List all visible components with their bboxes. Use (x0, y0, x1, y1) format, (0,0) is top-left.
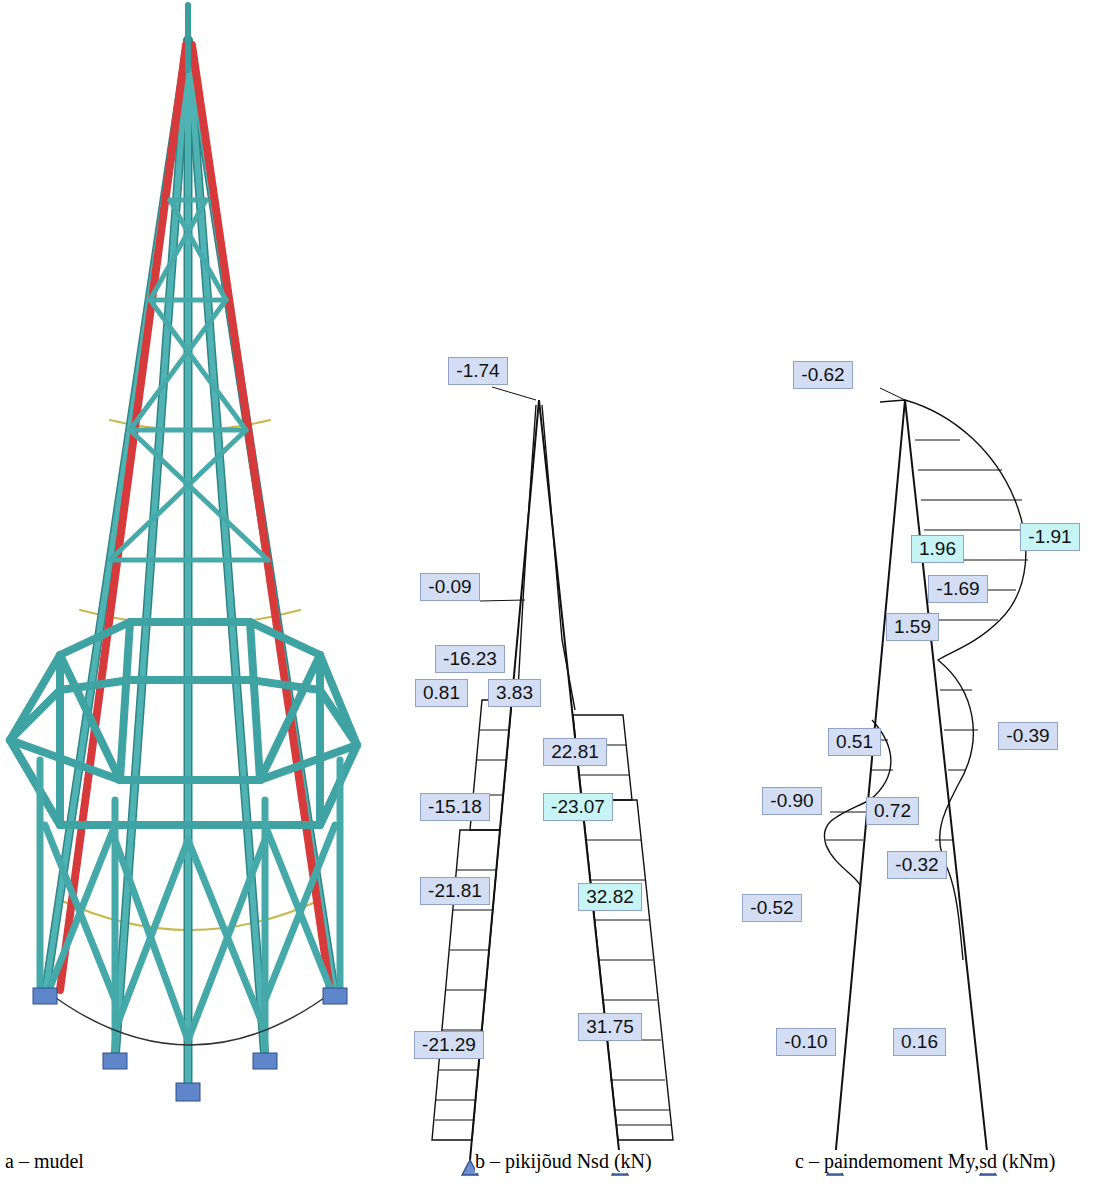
value-text: -1.91 (1028, 526, 1071, 547)
value-box: -21.29 (414, 1031, 484, 1059)
value-box: 0.16 (893, 1028, 946, 1056)
value-text: -21.81 (428, 880, 482, 901)
value-box: -1.69 (928, 575, 988, 603)
bending-moment-diagram (824, 388, 1030, 1175)
value-text: -16.23 (443, 648, 497, 669)
panel-caption: c – paindemoment My,sd (kNm) (795, 1150, 1055, 1173)
value-text: -0.90 (770, 790, 813, 811)
value-box: 0.72 (866, 797, 919, 825)
value-text: 1.96 (919, 538, 956, 559)
value-text: -0.32 (895, 854, 938, 875)
value-text: -1.69 (936, 578, 979, 599)
panel-caption: b – pikijõud Nsd (kN) (475, 1150, 652, 1173)
value-box: -0.10 (776, 1028, 836, 1056)
value-text: 0.16 (901, 1031, 938, 1052)
value-box: 0.51 (828, 728, 881, 756)
value-box: -1.74 (448, 357, 508, 385)
value-text: -15.18 (428, 796, 482, 817)
value-box: -21.81 (420, 877, 490, 905)
value-text: -23.07 (551, 796, 605, 817)
value-box: -0.32 (887, 851, 947, 879)
value-box: 22.81 (543, 738, 607, 766)
value-box: -23.07 (543, 793, 613, 821)
value-text: -0.62 (801, 364, 844, 385)
value-text: -21.29 (422, 1034, 476, 1055)
value-box: -0.62 (793, 361, 853, 389)
value-box: 31.75 (578, 1013, 642, 1041)
value-text: -0.52 (750, 897, 793, 918)
value-box: -0.90 (762, 787, 822, 815)
value-text: 0.51 (836, 731, 873, 752)
value-box: 1.59 (886, 613, 939, 641)
value-text: -0.10 (784, 1031, 827, 1052)
value-text: 32.82 (586, 886, 634, 907)
value-text: -1.74 (456, 360, 499, 381)
value-box: -15.18 (420, 793, 490, 821)
value-box: 1.96 (911, 535, 964, 563)
value-text: 31.75 (586, 1016, 634, 1037)
value-box: 0.81 (415, 679, 468, 707)
value-box: 3.83 (488, 679, 541, 707)
value-text: 0.72 (874, 800, 911, 821)
value-box: -1.91 (1020, 523, 1080, 551)
value-box: -0.09 (420, 573, 480, 601)
value-text: 0.81 (423, 682, 460, 703)
value-box: 32.82 (578, 883, 642, 911)
tower-model (10, 5, 357, 1101)
value-text: -0.39 (1006, 725, 1049, 746)
value-box: -0.52 (742, 894, 802, 922)
value-text: 1.59 (894, 616, 931, 637)
value-text: -0.09 (428, 576, 471, 597)
value-text: 22.81 (551, 741, 599, 762)
value-box: -0.39 (998, 722, 1058, 750)
panel-caption: a – mudel (5, 1150, 84, 1173)
value-text: 3.83 (496, 682, 533, 703)
value-box: -16.23 (435, 645, 505, 673)
